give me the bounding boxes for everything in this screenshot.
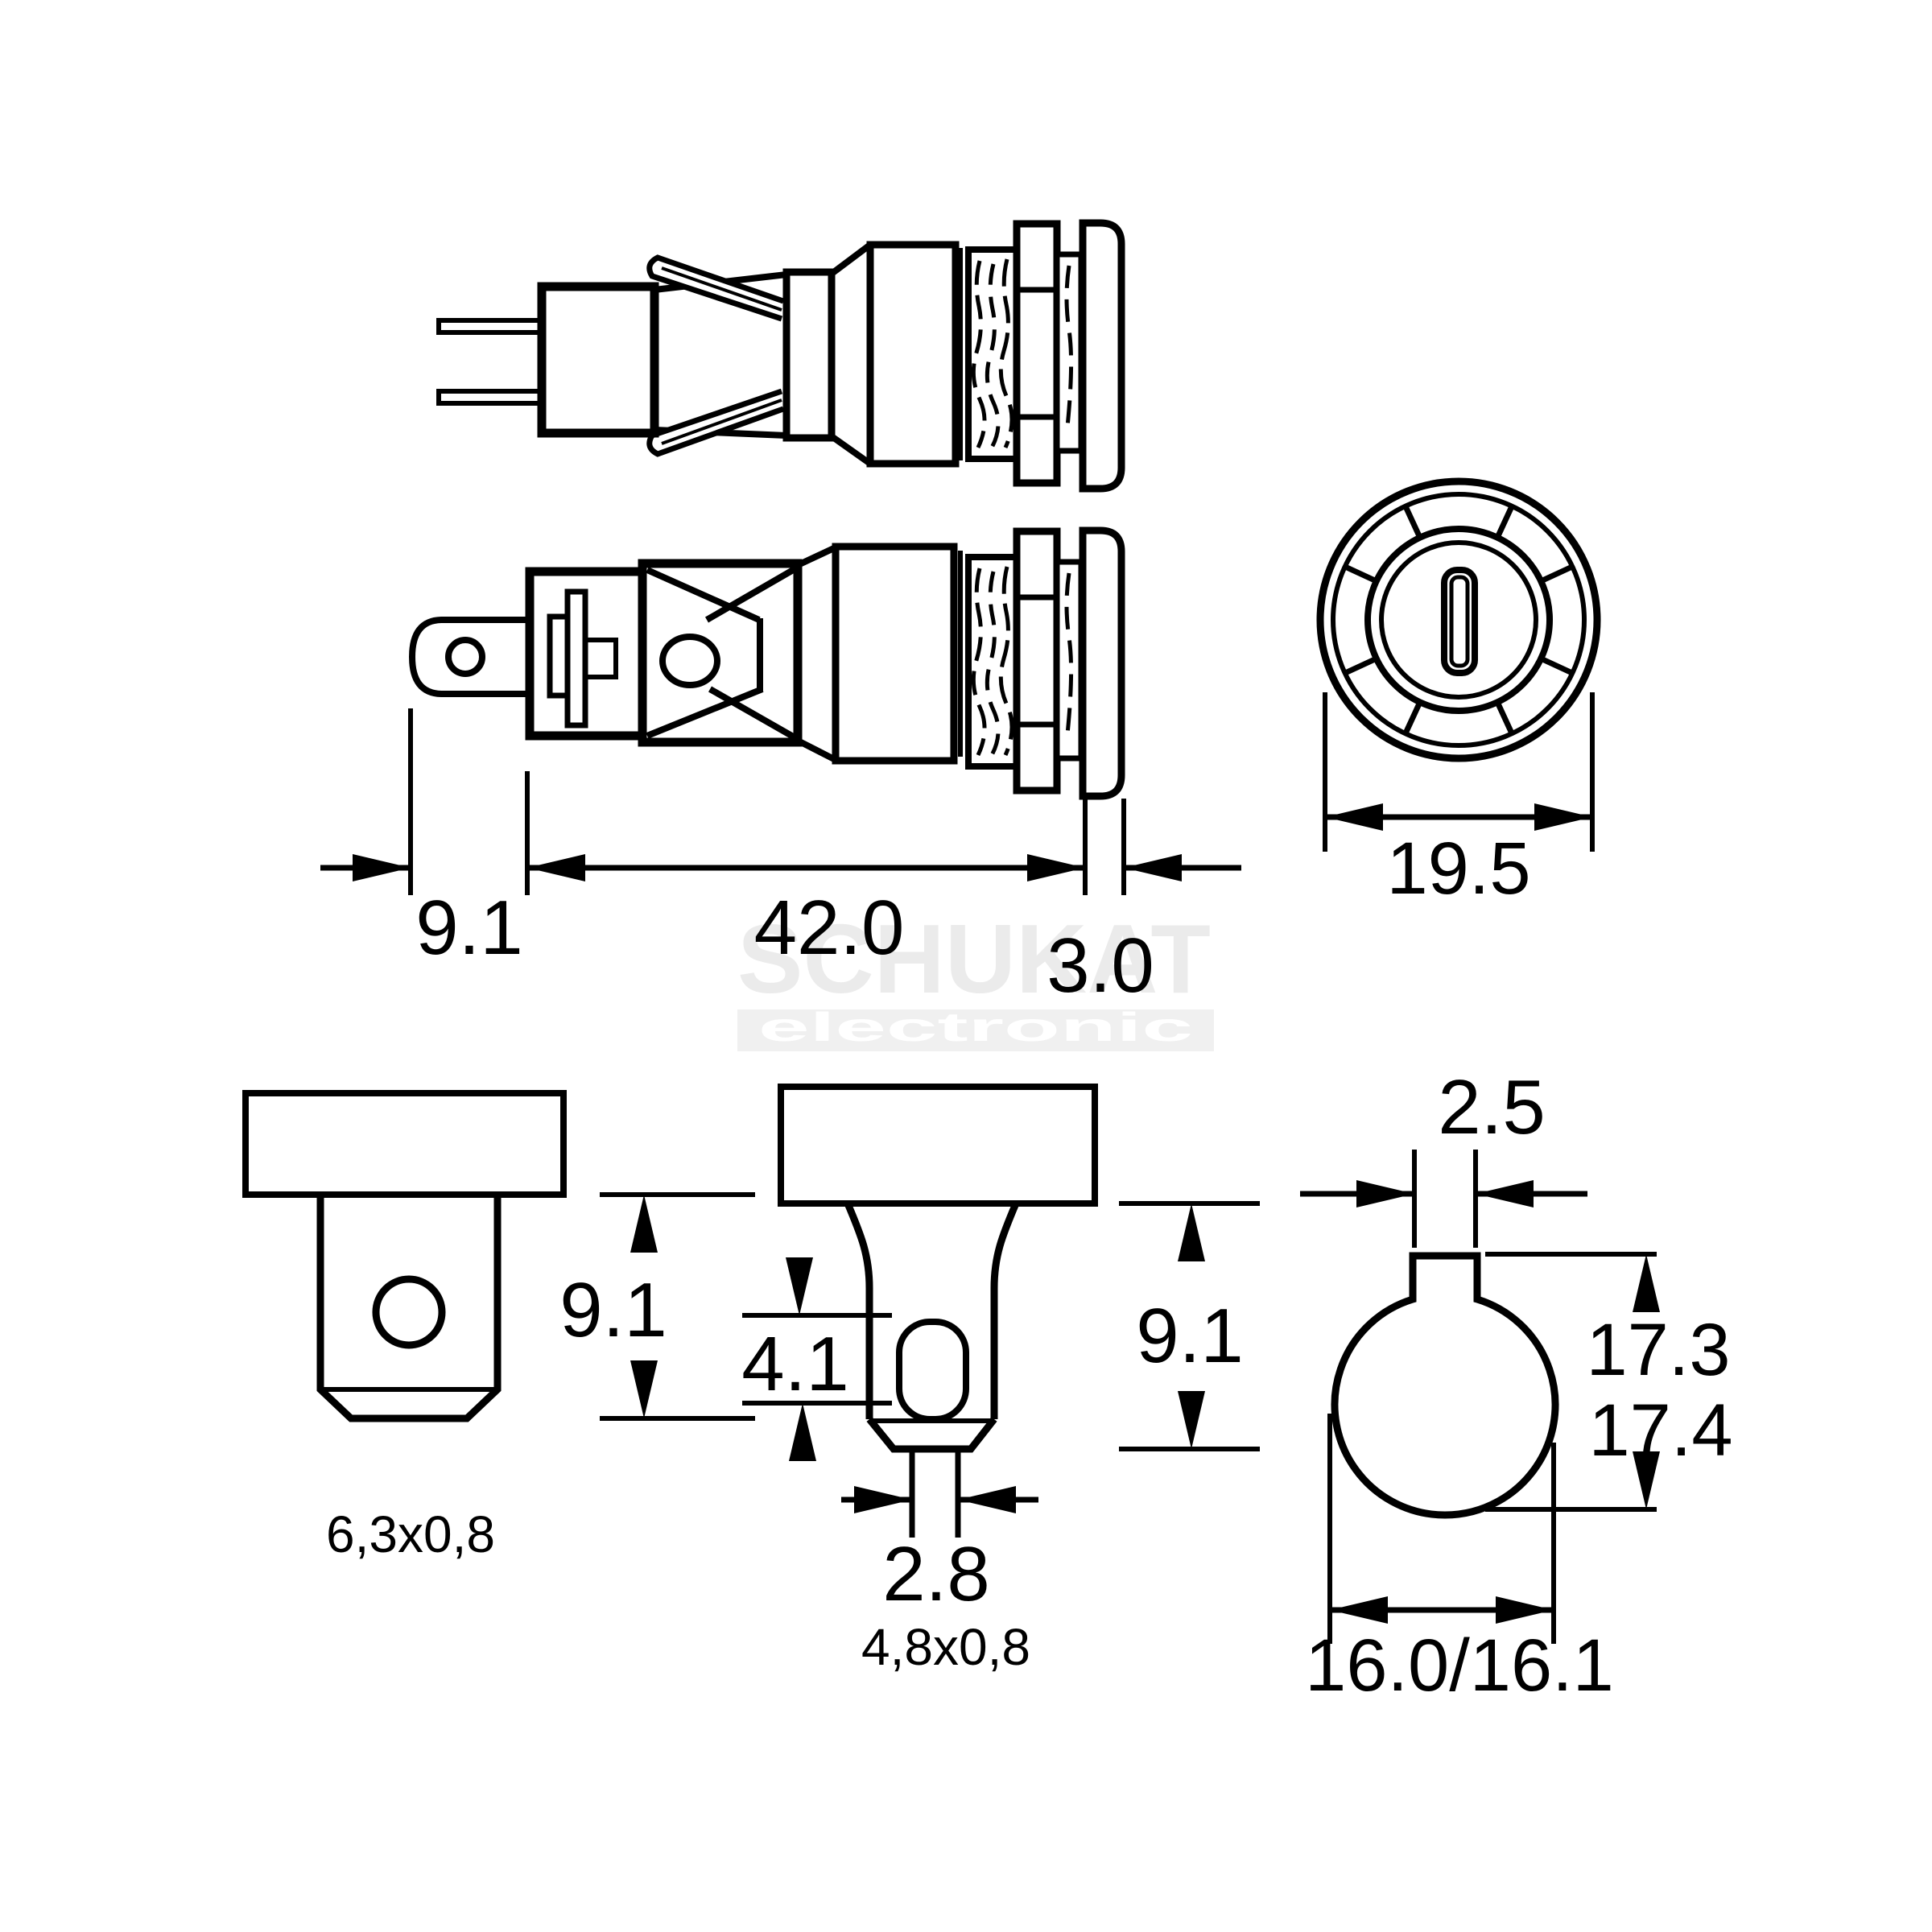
height-extension-lines — [1119, 1201, 1260, 1451]
washer-texture — [1064, 265, 1074, 427]
body-cylinder — [832, 543, 958, 765]
flat-terminal-view: 9.1 6,3x0,8 — [242, 1090, 755, 1563]
panel-section-hatched — [778, 1084, 1098, 1207]
dim-key-width: 2.5 — [1438, 1064, 1545, 1150]
arrowhead — [1178, 1203, 1205, 1261]
screw-slot-inner — [1449, 575, 1470, 668]
hex-nut-facets — [1017, 287, 1057, 420]
lead-wire-top — [436, 318, 547, 335]
body-cylinder — [866, 241, 960, 468]
watermark-brand-text: SCHUKAT — [737, 904, 1211, 1013]
dim-terminal-height: 9.1 — [1136, 1293, 1243, 1379]
spring-window — [659, 634, 720, 688]
dim-hole-height: 4.1 — [741, 1321, 848, 1407]
bushing-left-side — [844, 1202, 873, 1419]
dim-body-length: 42.0 — [754, 885, 905, 971]
hex-nut — [1013, 527, 1061, 795]
contact-tab — [583, 638, 618, 679]
cutout-outline — [1331, 1252, 1559, 1519]
panel-cutout-view: 2.5 17.3 17.4 16.0/16.1 — [1300, 1064, 1733, 1707]
hex-nut — [1013, 220, 1061, 487]
terminal-size-label: 4,8x0,8 — [861, 1618, 1030, 1676]
arrowhead — [1496, 1596, 1554, 1624]
watermark-band — [737, 1009, 1214, 1051]
screw-slot-outer — [1441, 567, 1478, 676]
key-extension-lines — [1412, 1150, 1478, 1248]
front-flange — [1079, 526, 1125, 800]
bushing-right-side — [990, 1202, 1020, 1419]
arrowhead — [958, 1486, 1016, 1513]
dim-front-diameter: 19.5 — [1386, 828, 1530, 910]
knurl-segment-lines — [1344, 505, 1574, 735]
front-view: 19.5 — [1316, 477, 1601, 910]
extension-lines — [600, 1192, 755, 1421]
dim-tip-width: 2.8 — [882, 1531, 989, 1617]
washer-texture — [1064, 572, 1074, 735]
flange-inner-circle — [1331, 492, 1587, 748]
bushing-hole — [896, 1319, 969, 1422]
extension-lines — [1323, 692, 1595, 852]
knob-inner-circle — [1379, 540, 1538, 700]
dim-lead-offset: 9.1 — [415, 885, 522, 971]
arrowhead — [1124, 854, 1182, 881]
arrowhead — [1633, 1254, 1660, 1312]
spade-terminal-hole — [445, 637, 485, 677]
arrowhead — [353, 854, 411, 881]
clip-strap-upper-midline — [661, 266, 782, 312]
side-view-with-leads — [436, 219, 1125, 493]
front-flange — [1079, 219, 1125, 493]
arrowhead — [854, 1486, 912, 1513]
dim-panel-thickness: 3.0 — [1046, 923, 1154, 1009]
hole-extension-lines — [742, 1313, 892, 1406]
side-view-body — [408, 526, 1125, 800]
bushing-chamfer — [866, 1417, 997, 1453]
terminal-size-label: 6,3x0,8 — [326, 1505, 495, 1563]
terminal-tip-lines — [909, 1449, 961, 1538]
cone-lines — [829, 242, 873, 467]
arrowhead — [1356, 1180, 1414, 1208]
height-extension-lines — [1485, 1252, 1657, 1512]
arrowhead — [1330, 1596, 1388, 1624]
arrowhead — [1534, 803, 1592, 831]
knob-outer-circle — [1364, 526, 1553, 714]
extension-lines — [408, 708, 1126, 895]
arrowhead — [786, 1257, 813, 1315]
dim-cutout-diameter: 16.0/16.1 — [1305, 1624, 1614, 1707]
contact-bracket — [547, 613, 571, 699]
dimension-row: 9.1 42.0 3.0 — [320, 708, 1241, 1009]
arrowhead — [630, 1195, 658, 1253]
panel-section-hatched — [242, 1090, 567, 1198]
watermark: SCHUKAT electronic — [737, 904, 1214, 1051]
blade-hole — [372, 1275, 446, 1349]
arrowhead — [1027, 854, 1085, 881]
dim-cutout-height-min: 17.3 — [1586, 1309, 1730, 1391]
hex-nut-facets — [1017, 594, 1057, 728]
cone-lines — [796, 544, 837, 763]
small-terminal-view: 4.1 9.1 2.8 4,8x0,8 — [741, 1084, 1260, 1676]
dim-terminal-height: 9.1 — [559, 1267, 667, 1353]
arrowhead — [1476, 1180, 1534, 1208]
arrowhead — [527, 854, 585, 881]
neck-collar — [782, 268, 836, 442]
arrowhead — [789, 1403, 816, 1461]
arrowhead — [630, 1360, 658, 1418]
dim-cutout-height-max: 17.4 — [1588, 1389, 1732, 1472]
cap-block — [537, 282, 659, 438]
watermark-subtitle-text: electronic — [758, 1005, 1193, 1050]
lead-wire-bottom — [436, 389, 547, 406]
arrowhead — [1178, 1391, 1205, 1449]
spring-truss-lines — [646, 566, 797, 741]
clip-strap-lower-midline — [661, 398, 782, 445]
arrowhead — [1325, 803, 1383, 831]
